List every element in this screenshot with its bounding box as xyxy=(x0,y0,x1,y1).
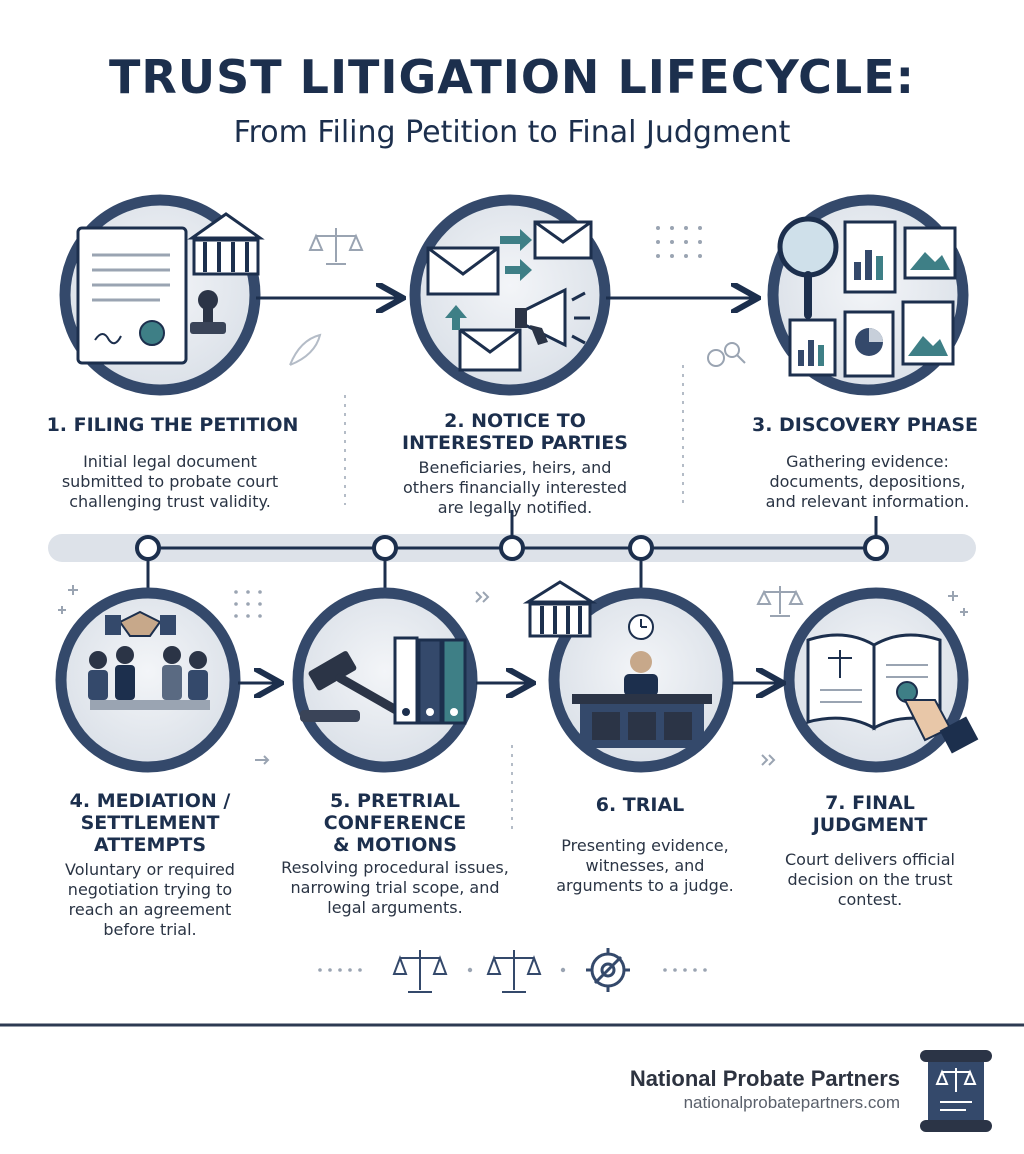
gear-search-icon xyxy=(707,342,746,367)
step-1-title: 1. FILING THE PETITION xyxy=(46,414,299,436)
brand-name: National Probate Partners xyxy=(629,1066,900,1091)
sparkle-icon xyxy=(58,585,968,616)
step-1-description: Initial legal document submitted to prob… xyxy=(61,452,279,511)
step-1-illustration xyxy=(59,194,265,396)
binders-icon xyxy=(393,636,467,725)
scroll-scales-icon xyxy=(920,1050,992,1132)
step-3-illustration xyxy=(767,194,969,396)
scales-icon xyxy=(486,950,542,993)
step-2-illustration xyxy=(409,194,611,396)
step-4-illustration xyxy=(55,587,241,773)
scales-icon xyxy=(308,228,364,265)
page-title: TRUST LITIGATION LIFECYCLE: xyxy=(108,50,916,104)
pie-chart-document-icon xyxy=(843,310,895,378)
brand-url: nationalprobatepartners.com xyxy=(683,1093,900,1112)
step-3-description: Gathering evidence: documents, depositio… xyxy=(765,452,970,511)
timeline-node xyxy=(135,535,889,561)
page-subtitle: From Filing Petition to Final Judgment xyxy=(233,115,791,150)
bar-chart-document-icon xyxy=(788,220,897,377)
step-5-illustration xyxy=(292,587,478,773)
courthouse-icon xyxy=(187,212,265,276)
envelope-icon xyxy=(426,220,593,372)
step-6-title: 6. TRIAL xyxy=(595,794,685,816)
pointing-hand-icon xyxy=(896,681,979,754)
step-6-illustration xyxy=(548,587,734,773)
decorative-footer-icons xyxy=(318,948,707,993)
scales-icon xyxy=(392,950,448,993)
step-6-description: Presenting evidence, witnesses, and argu… xyxy=(556,836,734,895)
arrow-teal-icon xyxy=(445,229,532,330)
step-7-title: 7. FINAL JUDGMENT xyxy=(812,792,928,836)
step-2-description: Beneficiaries, heirs, and others financi… xyxy=(402,458,628,517)
judge-icon xyxy=(624,651,658,696)
step-4-title: 4. MEDIATION / SETTLEMENT ATTEMPTS xyxy=(69,790,231,856)
meeting-people-icon xyxy=(88,646,210,710)
step-7-illustration xyxy=(783,587,979,773)
magnifying-glass-icon xyxy=(777,216,839,319)
step-3-title: 3. DISCOVERY PHASE xyxy=(751,414,978,436)
stamp-icon xyxy=(190,290,226,334)
scales-icon xyxy=(756,586,804,617)
judge-bench-icon xyxy=(572,694,712,748)
image-document-icon xyxy=(901,226,957,366)
handshake-icon xyxy=(105,610,176,637)
step-2-title: 2. NOTICE TO INTERESTED PARTIES xyxy=(402,410,628,454)
gear-icon xyxy=(586,948,630,992)
dot-grid-icon xyxy=(656,226,702,258)
step-4-description: Voluntary or required negotiation trying… xyxy=(65,860,235,939)
courthouse-icon xyxy=(522,580,598,638)
megaphone-icon xyxy=(515,287,590,348)
clock-icon xyxy=(628,614,654,640)
step-5-title: 5. PRETRIAL CONFERENCE & MOTIONS xyxy=(323,790,467,856)
step-7-description: Court delivers official decision on the … xyxy=(785,850,955,909)
dot-grid-icon xyxy=(234,590,262,618)
step-5-description: Resolving procedural issues, narrowing t… xyxy=(281,858,509,917)
quill-icon xyxy=(289,333,322,366)
chevrons-icon xyxy=(255,591,776,766)
legal-document-icon xyxy=(76,226,188,365)
